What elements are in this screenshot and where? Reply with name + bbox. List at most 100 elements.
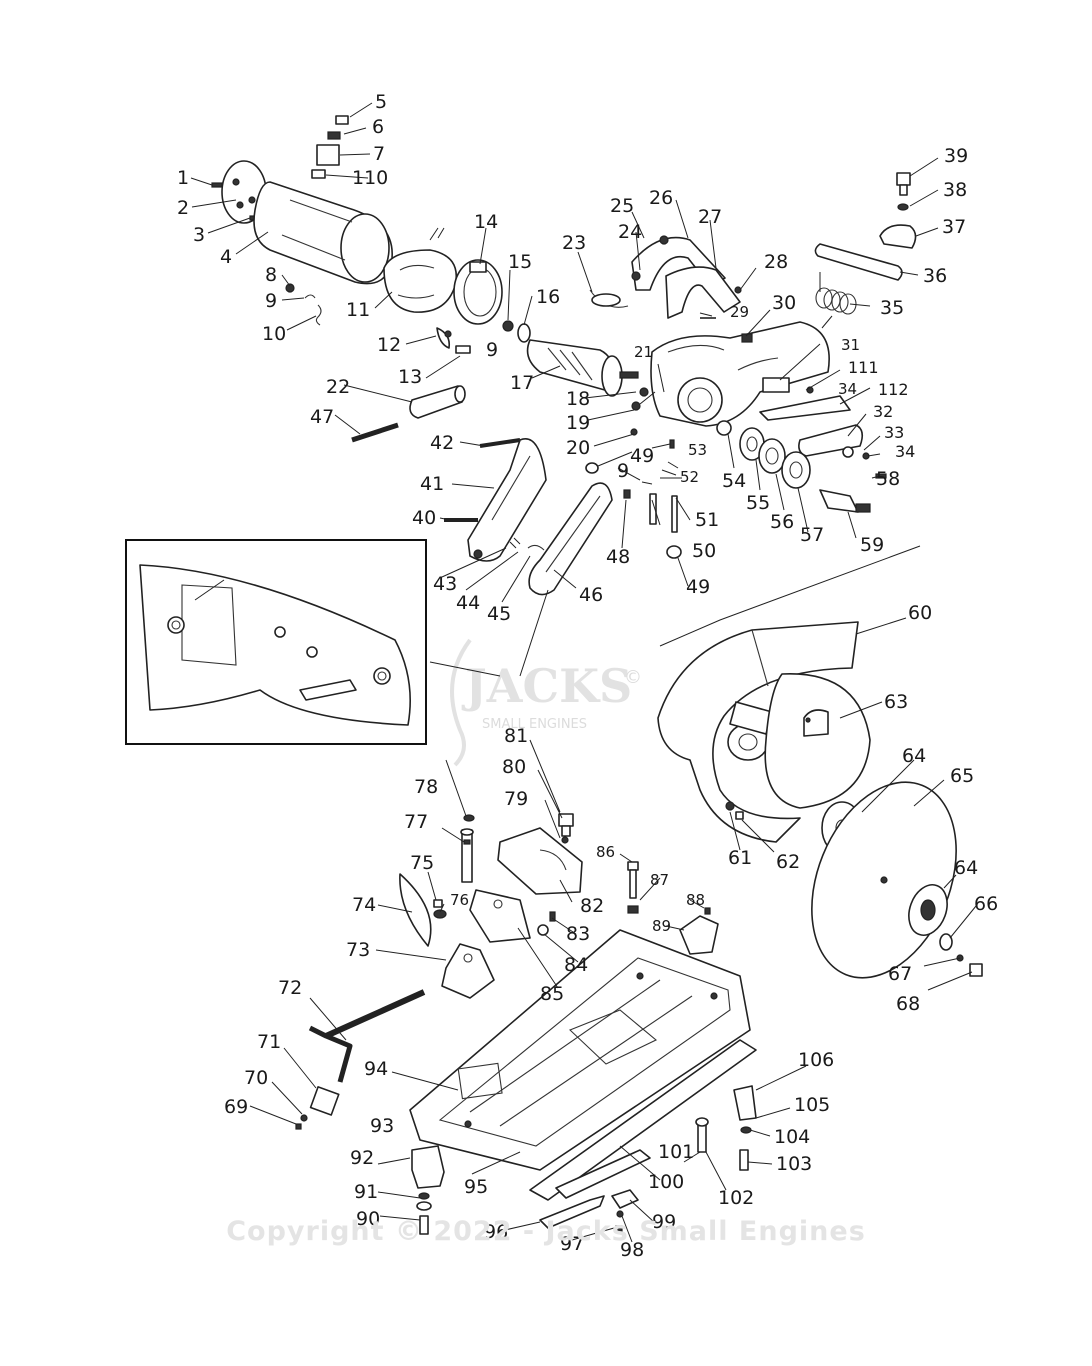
vise-handle-71 bbox=[309, 1086, 340, 1116]
callout-36: 36 bbox=[923, 265, 947, 287]
tube-36 bbox=[814, 243, 903, 281]
callout-106: 106 bbox=[798, 1049, 834, 1071]
callout-78: 78 bbox=[414, 776, 438, 798]
washer-98 bbox=[616, 1210, 624, 1218]
callout-54: 54 bbox=[722, 470, 746, 492]
callout-61: 61 bbox=[728, 847, 752, 869]
callout-17: 17 bbox=[510, 372, 534, 394]
gear-case-arm bbox=[650, 321, 830, 427]
callout-14: 14 bbox=[474, 211, 498, 233]
callout-37: 37 bbox=[942, 216, 966, 238]
callout-59: 59 bbox=[860, 534, 884, 556]
base-plate bbox=[409, 929, 751, 1171]
washer-92 bbox=[418, 1192, 430, 1200]
callout-21: 21 bbox=[634, 343, 653, 361]
callout-10: 10 bbox=[262, 323, 286, 345]
callout-20: 20 bbox=[566, 437, 590, 459]
baffle-ring bbox=[453, 259, 503, 325]
torsion-spring bbox=[815, 272, 857, 329]
callout-56: 56 bbox=[770, 511, 794, 533]
leader-lines bbox=[190, 102, 977, 1243]
bolt-68 bbox=[969, 963, 983, 977]
callout-95: 95 bbox=[464, 1176, 488, 1198]
callout-50: 50 bbox=[692, 540, 716, 562]
callout-90: 90 bbox=[356, 1208, 380, 1230]
callout-112: 112 bbox=[878, 380, 909, 399]
blade-74 bbox=[399, 873, 432, 947]
callout-49b: 49 bbox=[686, 576, 710, 598]
guard-cover-plate bbox=[764, 673, 871, 809]
callout-40: 40 bbox=[412, 507, 436, 529]
watermark-mark: © bbox=[624, 667, 642, 688]
callout-85: 85 bbox=[540, 983, 564, 1005]
washer-70 bbox=[300, 1114, 308, 1122]
bolt-42 bbox=[479, 438, 521, 448]
handle-grip bbox=[631, 235, 742, 319]
callout-53: 53 bbox=[688, 441, 707, 459]
bolt-75 bbox=[433, 899, 443, 908]
callout-74: 74 bbox=[352, 894, 376, 916]
washer-91 bbox=[416, 1201, 432, 1211]
watermark-logo: JACKS SMALL ENGINES © bbox=[450, 638, 642, 767]
callout-93: 93 bbox=[370, 1115, 394, 1137]
armature-fittings bbox=[436, 320, 531, 354]
knob-37 bbox=[879, 224, 917, 249]
callout-34b: 34 bbox=[895, 442, 915, 461]
callout-9a: 9 bbox=[265, 290, 277, 312]
callout-8: 8 bbox=[265, 264, 277, 286]
callout-79: 79 bbox=[504, 788, 528, 810]
clip-99 bbox=[611, 1189, 639, 1209]
callout-43: 43 bbox=[433, 573, 457, 595]
callout-26: 26 bbox=[649, 187, 673, 209]
bolt-90 bbox=[419, 1215, 429, 1235]
washer-78 bbox=[463, 814, 475, 822]
callout-82: 82 bbox=[580, 895, 604, 917]
callout-15: 15 bbox=[508, 251, 532, 273]
callout-48: 48 bbox=[606, 546, 630, 568]
watermark-sub: SMALL ENGINES bbox=[482, 717, 587, 732]
callout-60: 60 bbox=[908, 602, 932, 624]
bracket-85 bbox=[469, 889, 556, 943]
copyright-text: Copyright © 2022 - Jacks Small Engines bbox=[226, 1216, 866, 1247]
armature bbox=[526, 339, 639, 397]
callout-89: 89 bbox=[652, 917, 671, 935]
callout-5: 5 bbox=[375, 91, 387, 113]
callout-52: 52 bbox=[680, 468, 699, 486]
callout-100: 100 bbox=[648, 1171, 684, 1193]
callout-34a: 34 bbox=[838, 380, 857, 398]
callout-11: 11 bbox=[346, 299, 370, 321]
callout-87: 87 bbox=[650, 871, 669, 889]
callout-46: 46 bbox=[579, 584, 603, 606]
watermark-brand: JACKS bbox=[461, 659, 632, 713]
pivot-pin-77 bbox=[460, 828, 474, 883]
callout-7: 7 bbox=[373, 143, 385, 165]
arm-block bbox=[759, 377, 851, 421]
callout-69: 69 bbox=[224, 1096, 248, 1118]
callout-111: 111 bbox=[848, 358, 879, 377]
callout-23: 23 bbox=[562, 232, 586, 254]
bolt-39 bbox=[896, 172, 911, 196]
callout-102: 102 bbox=[718, 1187, 754, 1209]
callout-55: 55 bbox=[746, 492, 770, 514]
callout-68: 68 bbox=[896, 993, 920, 1015]
base-rail-100 bbox=[529, 1039, 757, 1201]
callout-77: 77 bbox=[404, 811, 428, 833]
callout-110: 110 bbox=[352, 167, 388, 189]
bolt-86 bbox=[627, 861, 639, 914]
callout-81: 81 bbox=[504, 725, 528, 747]
vise-block-73 bbox=[441, 943, 495, 999]
callout-22: 22 bbox=[326, 376, 350, 398]
brush-small-parts bbox=[285, 283, 322, 326]
bearing-18 bbox=[639, 387, 649, 397]
callout-104: 104 bbox=[774, 1126, 810, 1148]
callout-44: 44 bbox=[456, 592, 480, 614]
callout-99: 99 bbox=[652, 1211, 676, 1233]
callout-98: 98 bbox=[620, 1239, 644, 1261]
callout-3: 3 bbox=[193, 224, 205, 246]
callout-35: 35 bbox=[880, 297, 904, 319]
blade-guard bbox=[657, 621, 859, 843]
callout-31: 31 bbox=[841, 336, 860, 354]
handle-tube bbox=[409, 385, 466, 419]
callout-72: 72 bbox=[278, 977, 302, 999]
callout-24: 24 bbox=[618, 221, 642, 243]
